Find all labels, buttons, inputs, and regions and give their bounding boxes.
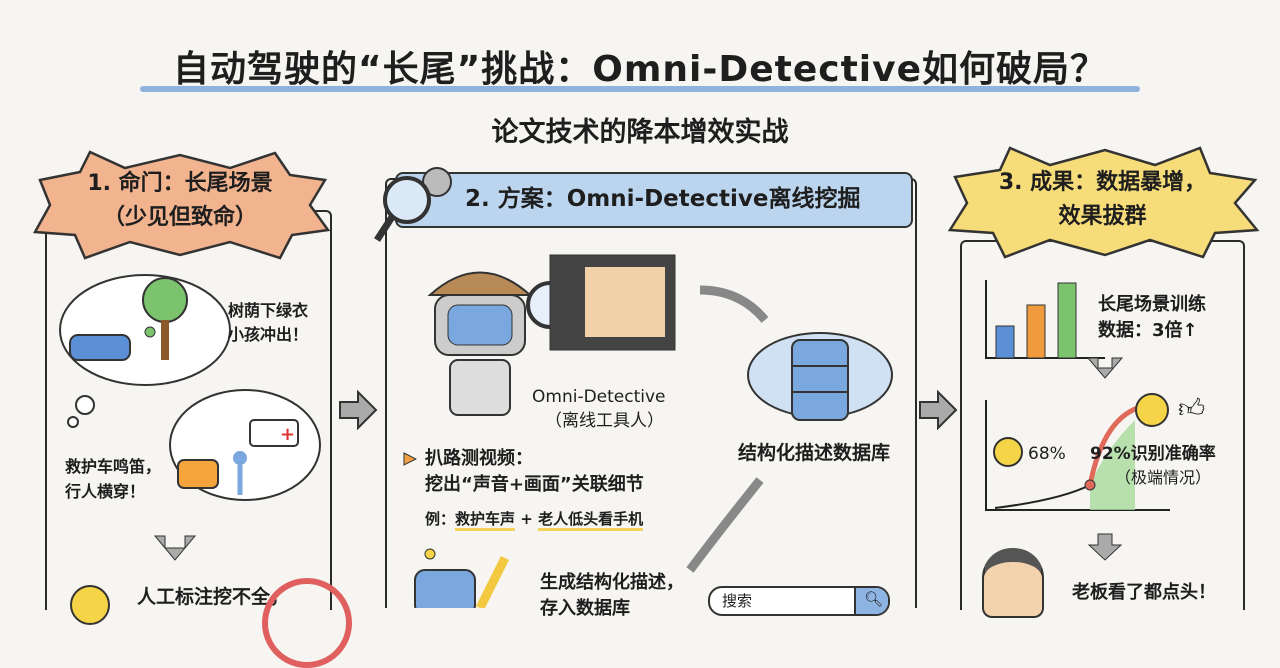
pencil-icon xyxy=(475,555,510,608)
results-charts xyxy=(985,280,1170,511)
scene1-l2: 小孩冲出！ xyxy=(228,325,309,344)
panel2-heading: 2. 方案：Omni-Detective离线挖掘 xyxy=(465,186,861,212)
search-button[interactable]: 🔍︎ xyxy=(854,588,888,614)
scene2-l1: 救护车鸣笛， xyxy=(65,457,162,476)
example-prefix: 例： xyxy=(425,510,456,528)
detective-hat-icon xyxy=(427,271,533,296)
robot-name: Omni-Detective xyxy=(532,387,666,407)
thumbs-up-icon: 👍︎ xyxy=(1178,394,1206,424)
boss-avatar xyxy=(982,548,1044,618)
writer-robot-illustration xyxy=(414,548,510,608)
arrow-down-icon xyxy=(153,535,197,561)
example-plus: + xyxy=(520,510,533,528)
page-subtitle: 论文技术的降本增效实战 xyxy=(491,117,789,148)
bar-text-l2: 数据：3倍↑ xyxy=(1098,320,1198,341)
worried-face-icon xyxy=(70,585,110,625)
tree-icon xyxy=(142,277,188,323)
prohibited-icon xyxy=(262,578,352,668)
search-placeholder: 搜索 xyxy=(722,592,753,610)
step2-l1: 生成结构化描述， xyxy=(540,572,684,593)
curved-arrow-icon xyxy=(699,285,769,323)
search-input[interactable]: 搜索 🔍︎ xyxy=(708,586,890,616)
before-accuracy: 68% xyxy=(1028,444,1066,464)
panel1-subheading: （少见但致命） xyxy=(102,205,257,230)
pedestrian-icon xyxy=(233,451,247,465)
burst-result: 3. 成果：数据暴增， 效果拔群 xyxy=(945,145,1260,260)
bar-after xyxy=(1057,282,1077,359)
svg-text:+: + xyxy=(280,424,295,445)
scene1-l1: 树荫下绿衣 xyxy=(228,301,309,320)
solution-heading-box xyxy=(395,172,913,228)
car-icon xyxy=(69,334,131,361)
bar-mid xyxy=(1026,304,1046,359)
scene-illustrations: + xyxy=(59,274,321,561)
panel3-heading: 3. 成果：数据暴增， xyxy=(998,170,1207,195)
database-cloud-illustration xyxy=(686,285,893,573)
ambulance-icon xyxy=(249,419,299,447)
step1-l1: 扒路测视频： xyxy=(425,448,533,469)
curved-arrow-icon xyxy=(686,477,764,573)
bar-before xyxy=(995,325,1015,359)
arrow-right-icon xyxy=(339,390,378,430)
arrow-down-icon xyxy=(1086,357,1124,379)
panel1-heading: 1. 命门：长尾场景 xyxy=(87,171,273,196)
magnifier-gear-icon xyxy=(374,167,452,242)
panel3-subheading: 效果拔群 xyxy=(1058,204,1147,229)
detective-robot-illustration xyxy=(427,254,676,416)
boss-text: 老板看了都点头！ xyxy=(1072,582,1216,603)
taxi-icon xyxy=(177,459,219,489)
db-label: 结构化描述数据库 xyxy=(738,442,891,464)
after-accuracy: 92%识别准确率 xyxy=(1090,444,1216,464)
scene2-l2: 行人横穿！ xyxy=(65,482,146,501)
step2-l2: 存入数据库 xyxy=(540,598,630,619)
after-note: （极端情况） xyxy=(1115,468,1212,487)
example-a: 救护车声 xyxy=(455,510,516,531)
step1-l2: 挖出“声音+画面”关联细节 xyxy=(425,474,644,495)
example: 例：救护车声 + 老人低头看手机 xyxy=(425,506,644,532)
arrow-right-icon xyxy=(919,390,958,430)
smile-face-icon xyxy=(1135,393,1169,427)
burst-problem: 1. 命门：长尾场景 （少见但致命） xyxy=(30,150,330,260)
arrow-down-icon xyxy=(1088,533,1122,561)
example-b: 老人低头看手机 xyxy=(538,510,644,531)
robot-role: （离线工具人） xyxy=(545,411,664,431)
database-icon xyxy=(791,339,849,421)
child-icon xyxy=(144,326,156,338)
page-title: 自动驾驶的“长尾”挑战：Omni-Detective如何破局？ xyxy=(172,49,1108,90)
bar-text-l1: 长尾场景训练 xyxy=(1098,294,1206,315)
play-bullet-icon xyxy=(403,452,417,466)
search-icon: 🔍︎ xyxy=(864,590,884,608)
panel1-bottom-text: 人工标注挖不全， xyxy=(137,586,290,608)
sad-face-icon xyxy=(993,437,1023,467)
title-underline xyxy=(140,86,1140,92)
